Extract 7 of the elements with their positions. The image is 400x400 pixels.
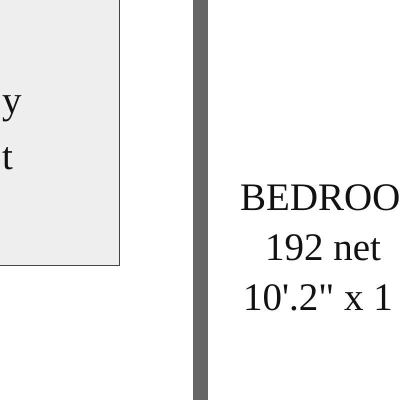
room-label: y: [2, 81, 22, 121]
room-area: [0, 0, 120, 266]
room-label: 10'.2" x 1: [243, 278, 393, 318]
room-label: t: [2, 137, 13, 177]
wall: [193, 0, 208, 400]
room-label: BEDROO: [240, 178, 400, 218]
room-label: 192 net: [265, 228, 381, 268]
